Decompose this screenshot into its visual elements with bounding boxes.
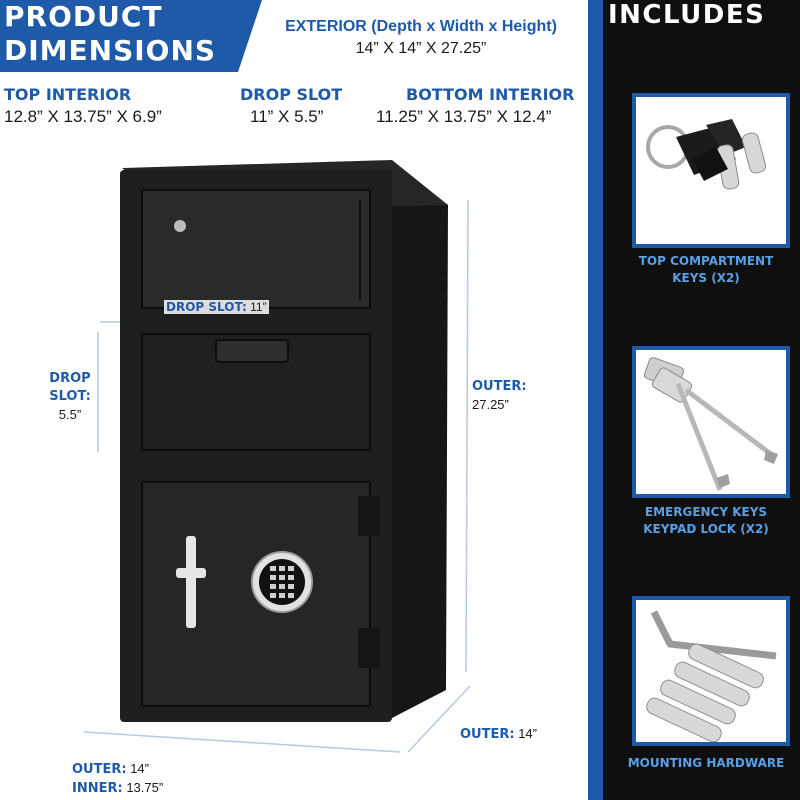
mounting-hardware-icon [646,610,777,742]
bottom-hinge-upper [358,496,380,536]
top-interior-value: 12.8” X 13.75” X 6.9” [4,107,162,126]
outer-width-label: OUTER: [72,762,127,777]
outer-depth-dimension: OUTER: 14” [460,725,537,744]
outer-height-line [465,199,469,673]
includes-panel-stripe [588,0,605,800]
keypad-face-icon [259,559,305,605]
exterior-value: 14” X 14” X 27.25” [355,40,487,57]
drop-slot-handle [215,339,289,363]
includes-title: INCLUDES [608,0,766,30]
outer-width-line [83,731,401,753]
drop-slot-width-value: 11” [250,300,267,314]
bottom-interior-label: BOTTOM INTERIOR [406,85,575,104]
drop-slot-height-value: 5.5” [58,407,82,422]
top-interior-label: TOP INTERIOR [4,85,132,104]
include-caption-2: EMERGENCY KEYS KEYPAD LOCK (X2) [612,504,800,538]
drop-slot-height-label-1: DROP [49,371,91,386]
outer-depth-line [407,685,471,753]
top-lock-icon [174,220,186,232]
bottom-interior-value: 11.25” X 13.75” X 12.4” [376,107,552,126]
exterior-label: EXTERIOR (Depth x Width x Height) [285,18,557,35]
top-compartment-door [141,189,371,309]
safe-handle-grip [176,568,206,578]
drop-slot-width-dimension: DROP SLOT: 11” [164,300,269,314]
inner-width-value: 13.75” [126,780,164,795]
include-box-2 [632,346,790,498]
outer-depth-value: 14” [518,726,537,741]
page-title-line2: DIMENSIONS [4,34,217,67]
outer-inner-width-dimension: OUTER: 14” INNER: 13.75” [72,760,163,798]
drop-slot-label: DROP SLOT [240,85,343,104]
safe-side-panel [392,168,448,718]
inner-width-label: INNER: [72,781,123,796]
include-caption-1-line1: TOP COMPARTMENT [638,254,774,268]
include-caption-2-line1: EMERGENCY KEYS [644,505,768,519]
bottom-hinge-lower [358,628,380,668]
include-caption-1: TOP COMPARTMENT KEYS (X2) [612,253,800,287]
page-title-line1: PRODUCT [4,0,163,33]
include-caption-2-line2: KEYPAD LOCK (X2) [643,522,769,536]
title-banner [0,0,262,72]
outer-depth-label: OUTER: [460,727,515,742]
outer-height-label: OUTER: [472,379,527,394]
drop-slot-width-label: DROP SLOT: [166,300,247,314]
include-box-3 [632,596,790,746]
include-caption-3: MOUNTING HARDWARE [612,755,800,772]
emergency-keys-icon [643,357,778,491]
outer-width-value: 14” [130,761,149,776]
compartment-keys-icon [646,119,767,190]
drop-slot-value: 11” X 5.5” [250,107,324,126]
page-title: PRODUCT DIMENSIONS [4,0,216,68]
drop-slot-height-dimension: DROP SLOT: 5.5” [40,370,100,424]
safe-handle-icon [186,536,196,628]
outer-height-dimension: OUTER: 27.25” [472,378,527,414]
include-caption-1-line2: KEYS (X2) [672,271,740,285]
drop-slot-height-label-2: SLOT: [49,389,91,404]
keypad-buttons-icon [270,566,294,598]
outer-height-value: 27.25” [472,397,509,412]
include-box-1 [632,93,790,248]
include-caption-3-line1: MOUNTING HARDWARE [627,756,785,770]
